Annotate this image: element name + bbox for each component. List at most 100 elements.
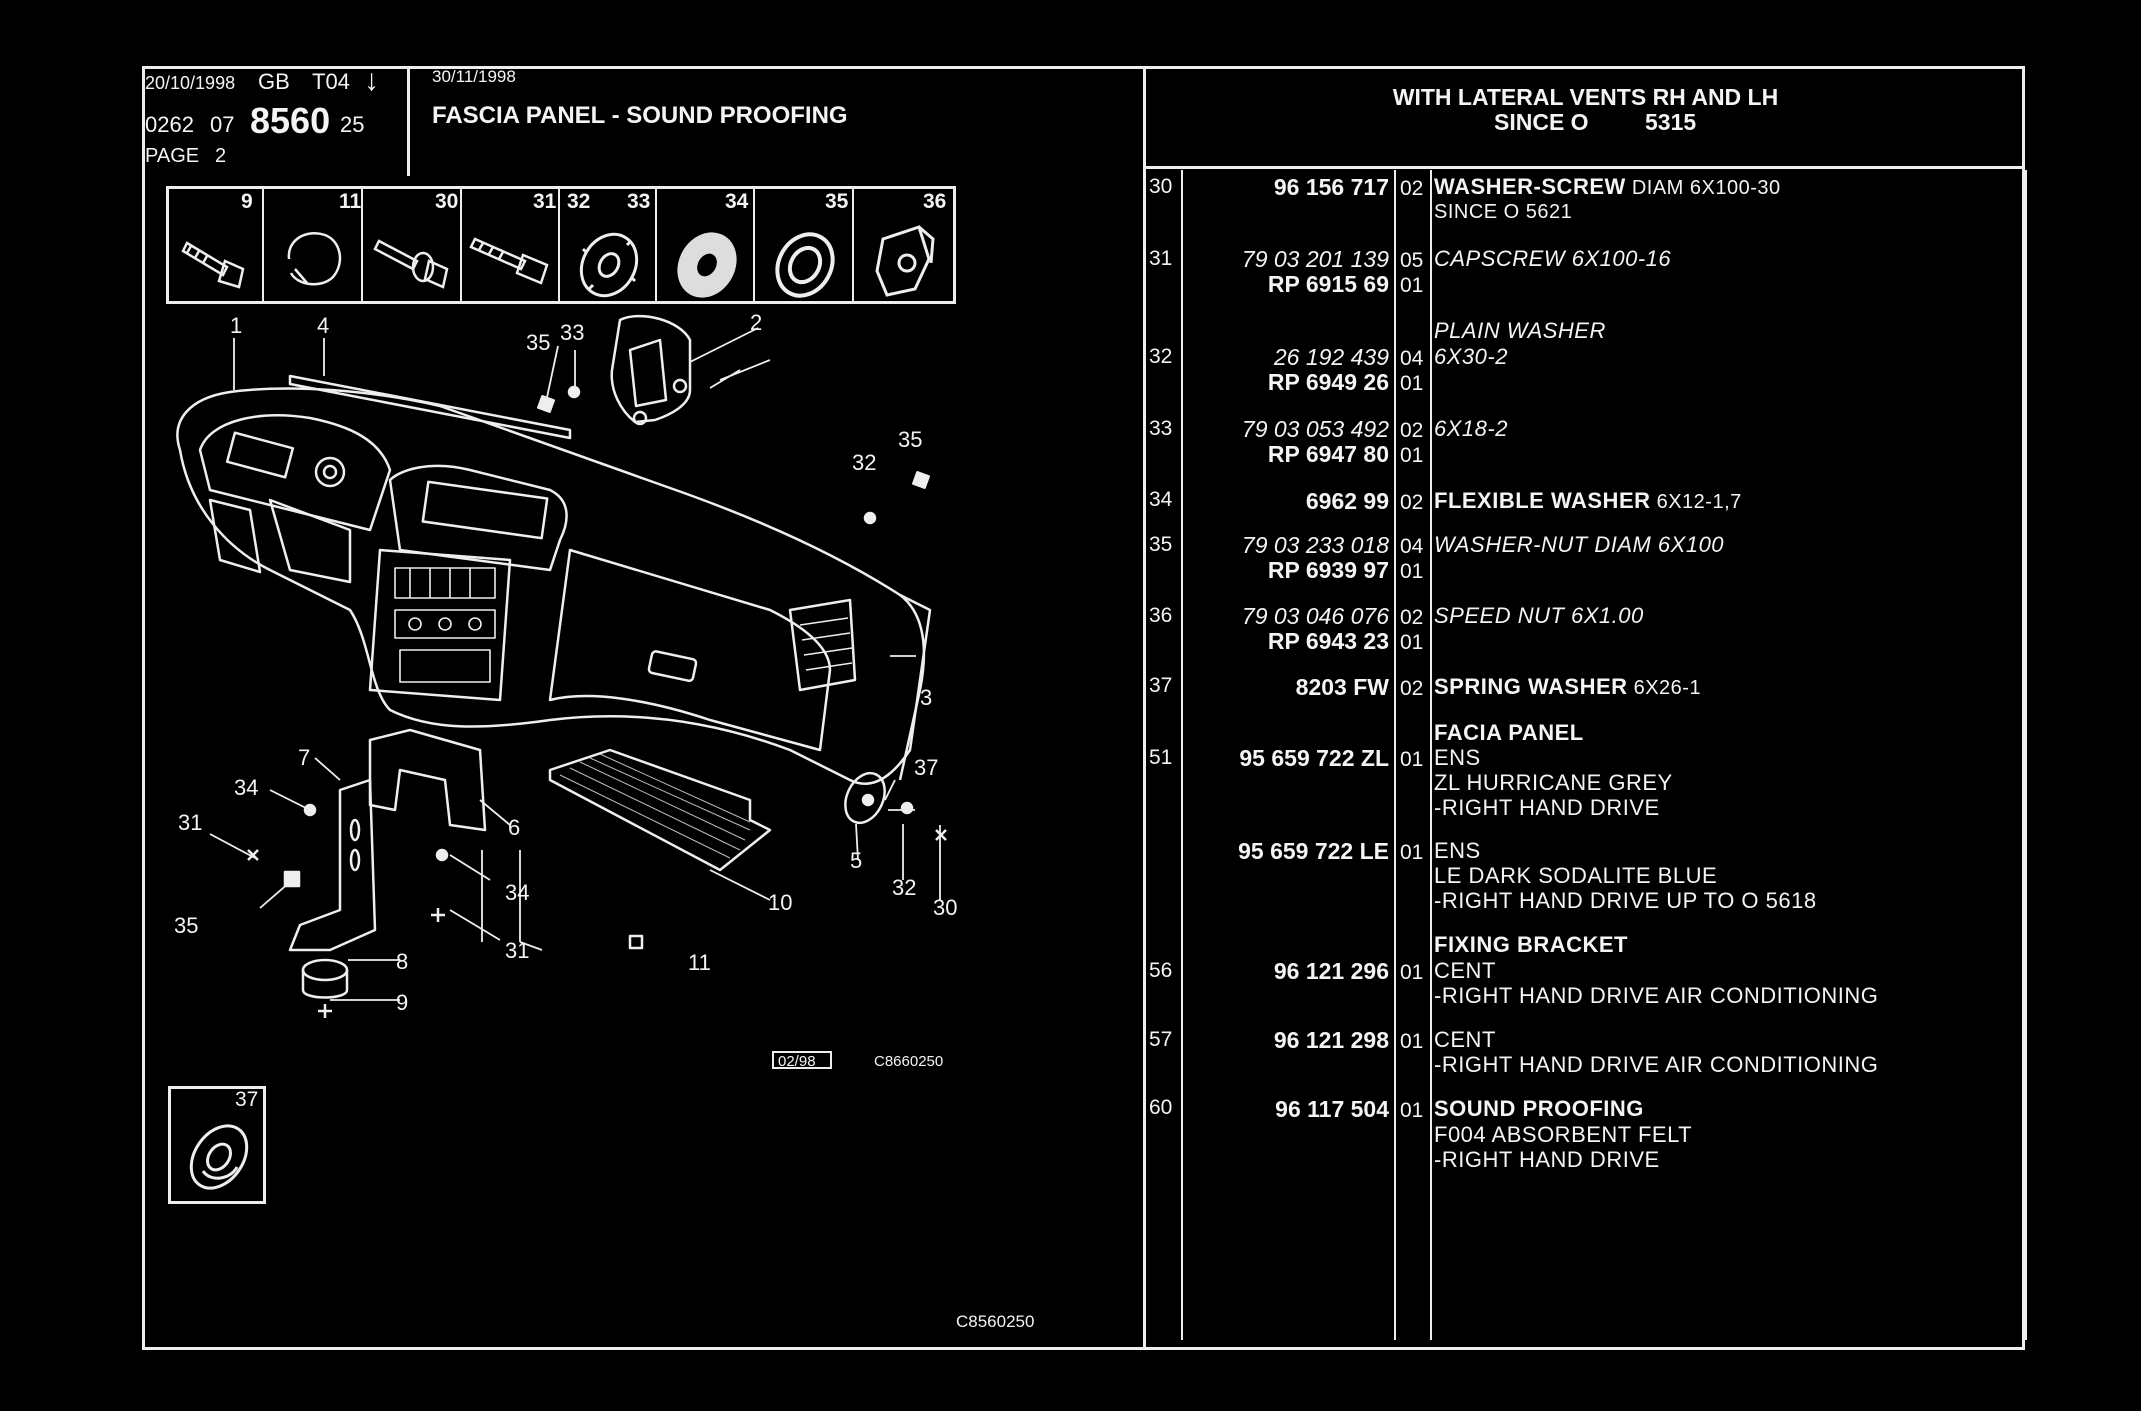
parts-row-partno-alt: 79 03 233 018: [1241, 532, 1389, 558]
callout-11: 11: [688, 950, 711, 975]
header-ref-main: 8560: [250, 100, 331, 141]
parts-row-ref: 32: [1149, 345, 1173, 368]
parts-row-ref: 56: [1149, 959, 1173, 982]
callout-31-left: 31: [178, 810, 202, 835]
parts-row-desc: CAPSCREW 6X100-16: [1434, 246, 1672, 271]
parts-row-note: SINCE O 5621: [1434, 201, 1573, 223]
instrument-cluster-hood: [198, 414, 392, 532]
parts-row-ref: 36: [1149, 604, 1173, 627]
parts-row-partno: 96 121 296: [1273, 958, 1389, 984]
callout-32-top: 32: [852, 450, 876, 475]
diagram-date-code: 02/98: [778, 1053, 816, 1070]
header-right-line2-a: SINCE O: [1494, 109, 1589, 135]
parts-row-partno: RP 6947 80: [1267, 441, 1389, 467]
callout-37: 37: [914, 755, 938, 780]
parts-row-ref: 35: [1149, 533, 1173, 556]
bolt-icon: [181, 241, 245, 289]
callout-34-mid: 34: [505, 880, 529, 905]
parts-row-ref: 33: [1149, 417, 1173, 440]
header-bottom-rule-right: [1143, 166, 2025, 169]
parts-row-qty-alt: 01: [1400, 560, 1424, 583]
parts-row-partno-alt: 79 03 046 076: [1241, 603, 1389, 629]
parts-row-ref: 51: [1149, 746, 1173, 769]
parts-row-qty-alt: 01: [1400, 274, 1424, 297]
desc-spec: 6X12-1,7: [1650, 491, 1742, 513]
desc-spec: DIAM 6X100-30: [1625, 177, 1781, 199]
parts-row-desc: 6X18-2: [1434, 416, 1508, 441]
strip-num-31: 31: [533, 190, 557, 213]
parts-row-partno: 8203 FW: [1295, 674, 1389, 700]
strip-num-34: 34: [725, 190, 749, 213]
parts-row-heading: FACIA PANEL: [1434, 720, 1584, 745]
strip-num-11: 11: [339, 190, 362, 213]
parts-row-partno: RP 6943 23: [1267, 628, 1389, 654]
strip-num-33: 33: [627, 190, 651, 213]
parts-row-qty: 01: [1400, 1099, 1424, 1122]
parts-row-qty: 01: [1400, 961, 1424, 984]
windscreen-rail: [288, 374, 572, 440]
spring-washer-icon: [189, 1124, 249, 1190]
callout-35-top: 35: [526, 330, 550, 355]
header-date-right: 30/11/1998: [432, 67, 516, 86]
header-ref-mid: 07: [210, 112, 235, 137]
washer-nut-icon: [775, 232, 835, 298]
parts-row-desc: ENS: [1434, 745, 1481, 770]
callout-8: 8: [396, 949, 408, 974]
parts-row-note: -RIGHT HAND DRIVE: [1434, 795, 1660, 820]
parts-row-desc: SPRING WASHER 6X26-1: [1434, 674, 1701, 699]
spring-washer-5: [844, 771, 886, 825]
strip-num-35: 35: [825, 190, 849, 213]
callout-10: 10: [768, 890, 792, 915]
parts-row-note: ZL HURRICANE GREY: [1434, 770, 1673, 795]
header-page-number: 2: [215, 145, 227, 167]
fixing-bracket-6: [368, 728, 487, 832]
parts-row-qty: 01: [1400, 841, 1424, 864]
parts-row-qty: 01: [1400, 1030, 1424, 1053]
desc-main: SPRING WASHER: [1434, 674, 1628, 699]
parts-row-qty-alt: 01: [1400, 372, 1424, 395]
parts-row-partno: 6962 99: [1305, 488, 1389, 514]
callout-32-bottom: 32: [892, 875, 916, 900]
parts-row-desc: CENT: [1434, 958, 1496, 983]
callout-7: 7: [298, 745, 310, 770]
desc-main: WASHER-SCREW: [1434, 174, 1626, 199]
partno-column-divider: [1394, 170, 1396, 1340]
footer-image-code: C8560250: [956, 1312, 1035, 1331]
header-date-left: 20/10/1998: [145, 73, 236, 93]
capscrew-icon: [469, 237, 549, 285]
parts-row-qty-alt: 01: [1400, 631, 1424, 654]
vent-bracket: [610, 314, 692, 424]
inset-number: 37: [235, 1088, 259, 1111]
parts-row-ref: 30: [1149, 175, 1173, 198]
header-right-line2-b: 5315: [1645, 109, 1697, 135]
header-right-line1: WITH LATERAL VENTS RH AND LH: [1392, 84, 1779, 110]
main-column-divider: [1143, 66, 1146, 1350]
parts-row-qty: 02: [1400, 606, 1424, 629]
parts-row-note: -RIGHT HAND DRIVE UP TO O 5618: [1434, 888, 1817, 913]
fixing-bracket-7: [288, 778, 377, 952]
speed-nut-icon: [875, 225, 935, 297]
date-box: [772, 1051, 832, 1069]
parts-row-partno: RP 6949 26: [1267, 369, 1389, 395]
plain-washer-icon: [579, 232, 639, 298]
small-parts-icon-strip: 9 11 30 31 32 33 34 35 36: [166, 186, 956, 304]
parts-row-qty: 02: [1400, 177, 1424, 200]
parts-row-ref: 60: [1149, 1096, 1173, 1119]
parts-row-partno-alt: 26 192 439: [1273, 344, 1389, 370]
sound-proofing-pad: [548, 748, 772, 872]
parts-row-qty: 05: [1400, 249, 1424, 272]
callout-30: 30: [933, 895, 957, 920]
callout-4: 4: [317, 313, 329, 338]
parts-row-partno: 96 156 717: [1273, 174, 1389, 200]
diagram-image-code: C8660250: [874, 1053, 943, 1070]
parts-row-note: F004 ABSORBENT FELT: [1434, 1122, 1693, 1147]
grommet-8: [301, 958, 349, 982]
header-language: GB: [258, 69, 290, 94]
ref-column-divider: [1181, 170, 1183, 1340]
parts-row-qty: 04: [1400, 535, 1424, 558]
parts-row-qty: 04: [1400, 347, 1424, 370]
callout-2: 2: [750, 310, 762, 335]
parts-row-heading: PLAIN WASHER: [1434, 318, 1606, 343]
strip-num-9: 9: [241, 190, 253, 213]
parts-row-partno: RP 6939 97: [1267, 557, 1389, 583]
